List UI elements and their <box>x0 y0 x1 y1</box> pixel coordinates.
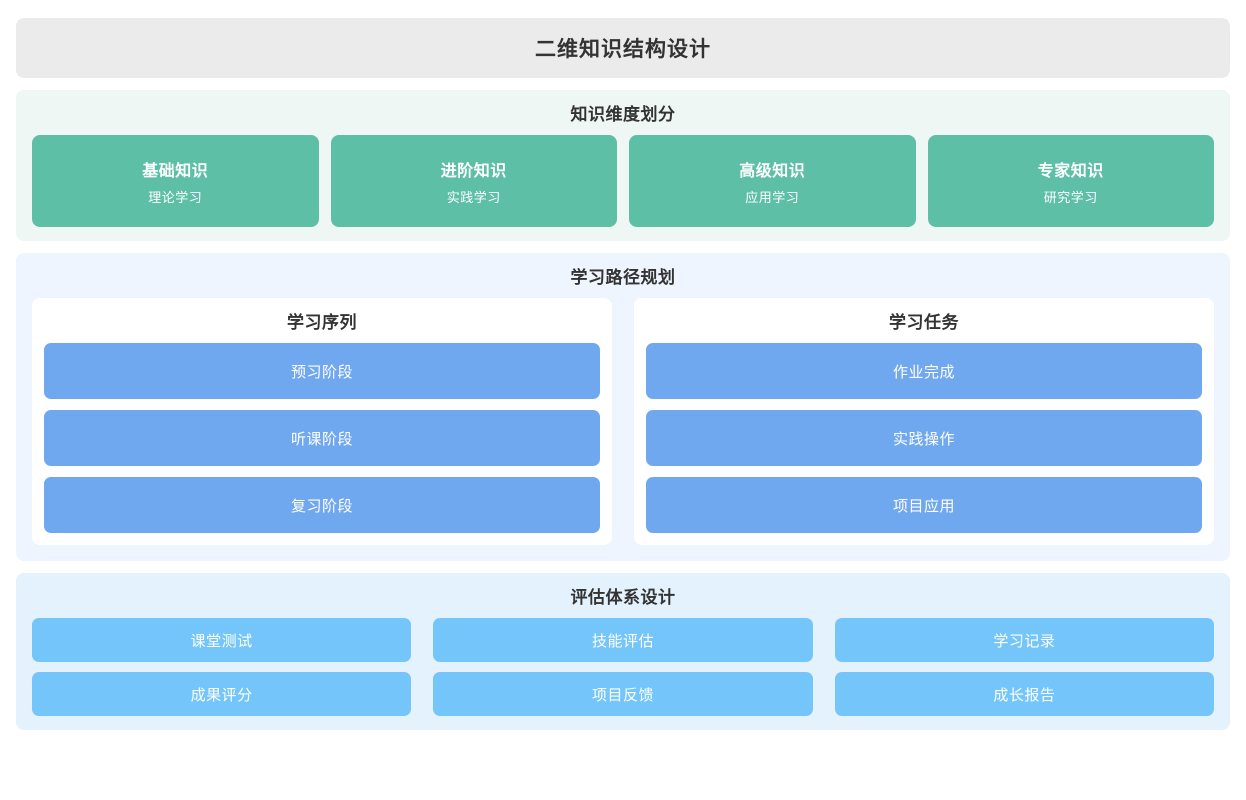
dimension-card-title: 专家知识 <box>1037 162 1104 180</box>
page-title-bar: 二维知识结构设计 <box>16 18 1230 78</box>
dimension-card-title: 高级知识 <box>739 162 806 180</box>
evaluation-item-learning-record[interactable]: 学习记录 <box>834 618 1214 662</box>
learning-path-title: 学习路径规划 <box>570 268 676 287</box>
learning-path-section: 学习路径规划 学习序列 预习阶段 听课阶段 复习阶段 学习任务 作业完成 实践操… <box>16 253 1230 561</box>
learning-task-item-practice[interactable]: 实践操作 <box>646 410 1202 466</box>
evaluation-system-title: 评估体系设计 <box>570 588 676 607</box>
evaluation-item-skill-assessment[interactable]: 技能评估 <box>433 618 813 662</box>
dimension-card-subtitle: 应用学习 <box>745 189 800 205</box>
learning-task-item-project[interactable]: 项目应用 <box>646 477 1202 533</box>
learning-path-columns: 学习序列 预习阶段 听课阶段 复习阶段 学习任务 作业完成 实践操作 项目应用 <box>32 298 1214 545</box>
learning-sequence-column: 学习序列 预习阶段 听课阶段 复习阶段 <box>32 298 612 545</box>
dimension-card-expert[interactable]: 专家知识 研究学习 <box>927 135 1214 227</box>
learning-task-item-list: 作业完成 实践操作 项目应用 <box>646 343 1202 533</box>
evaluation-item-grid: 课堂测试 技能评估 学习记录 成果评分 项目反馈 成长报告 <box>32 618 1214 716</box>
dimension-card-title: 进阶知识 <box>440 162 507 180</box>
dimension-card-subtitle: 实践学习 <box>446 189 501 205</box>
evaluation-item-growth-report[interactable]: 成长报告 <box>834 672 1214 716</box>
dimension-card-subtitle: 研究学习 <box>1043 189 1098 205</box>
evaluation-item-achievement-score[interactable]: 成果评分 <box>32 672 412 716</box>
learning-task-column-title: 学习任务 <box>889 313 959 332</box>
dimension-card-basic[interactable]: 基础知识 理论学习 <box>32 135 319 227</box>
dimension-card-title: 基础知识 <box>142 162 209 180</box>
learning-sequence-item-review[interactable]: 复习阶段 <box>44 477 600 533</box>
evaluation-item-classroom-test[interactable]: 课堂测试 <box>32 618 412 662</box>
knowledge-dimension-title: 知识维度划分 <box>570 105 676 124</box>
dimension-card-advanced[interactable]: 高级知识 应用学习 <box>629 135 916 227</box>
knowledge-dimension-section: 知识维度划分 基础知识 理论学习 进阶知识 实践学习 高级知识 应用学习 专家知… <box>16 90 1230 241</box>
evaluation-system-section: 评估体系设计 课堂测试 技能评估 学习记录 成果评分 项目反馈 成长报告 <box>16 573 1230 730</box>
learning-task-column: 学习任务 作业完成 实践操作 项目应用 <box>634 298 1214 545</box>
evaluation-item-project-feedback[interactable]: 项目反馈 <box>433 672 813 716</box>
learning-sequence-item-preview[interactable]: 预习阶段 <box>44 343 600 399</box>
knowledge-dimension-card-row: 基础知识 理论学习 进阶知识 实践学习 高级知识 应用学习 专家知识 研究学习 <box>32 135 1214 227</box>
learning-task-item-homework[interactable]: 作业完成 <box>646 343 1202 399</box>
learning-sequence-item-list: 预习阶段 听课阶段 复习阶段 <box>44 343 600 533</box>
learning-sequence-column-title: 学习序列 <box>287 313 357 332</box>
learning-sequence-item-lecture[interactable]: 听课阶段 <box>44 410 600 466</box>
dimension-card-subtitle: 理论学习 <box>148 189 203 205</box>
dimension-card-intermediate[interactable]: 进阶知识 实践学习 <box>330 135 617 227</box>
page-title: 二维知识结构设计 <box>535 38 711 61</box>
